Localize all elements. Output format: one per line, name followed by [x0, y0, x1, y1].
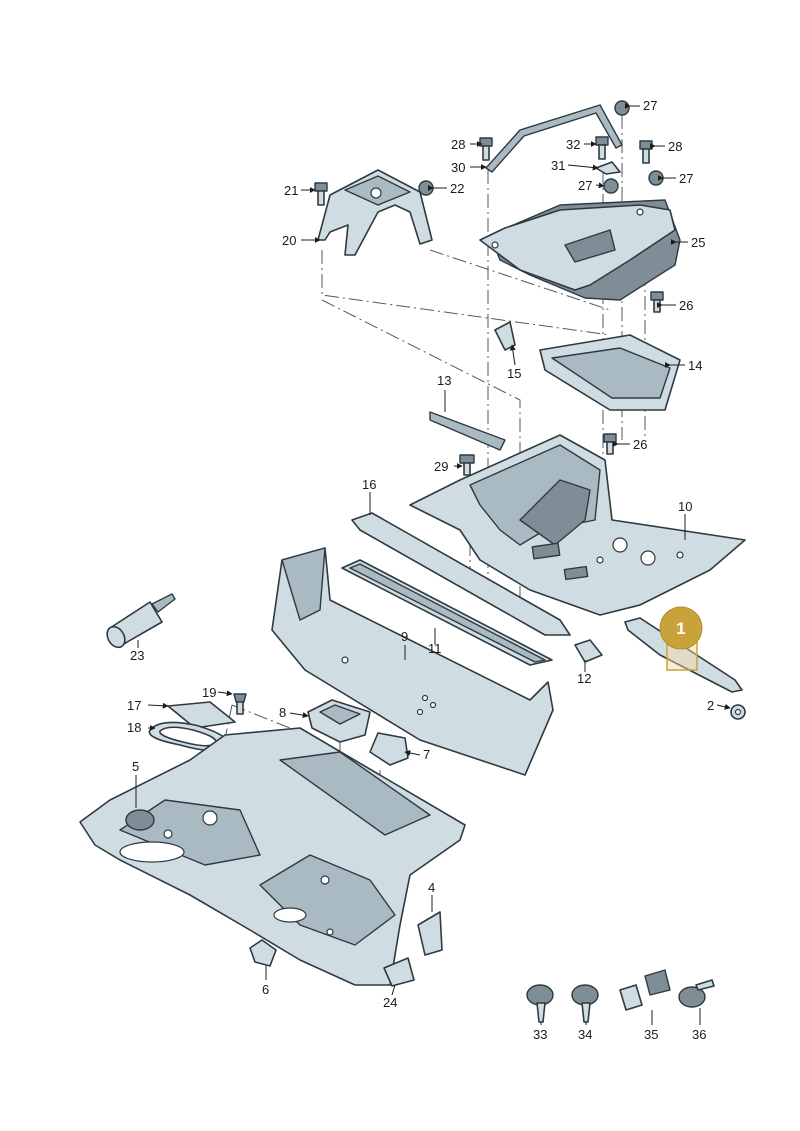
label-30: 30: [451, 160, 465, 175]
part-6-clip[interactable]: [249, 939, 277, 967]
label-5: 5: [132, 759, 139, 774]
label-35: 35: [644, 1027, 658, 1042]
label-15: 15: [507, 366, 521, 381]
part-16-cross-rail[interactable]: [351, 512, 571, 636]
label-27: 27: [643, 98, 657, 113]
fastener-28-left[interactable]: [479, 137, 493, 161]
label-19: 19: [202, 685, 216, 700]
part-11-floor-strip[interactable]: [341, 559, 553, 666]
fastener-22[interactable]: [418, 180, 434, 196]
label-29: 29: [434, 459, 448, 474]
label-31: 31: [551, 158, 565, 173]
fastener-27-top[interactable]: [614, 100, 630, 116]
leader-lines: [135, 103, 731, 1025]
label-16: 16: [362, 477, 376, 492]
label-9: 9: [401, 629, 408, 644]
part-4-bracket[interactable]: [417, 911, 443, 956]
label-32: 32: [566, 137, 580, 152]
label-10: 10: [678, 499, 692, 514]
label-28: 28: [451, 137, 465, 152]
label-12: 12: [577, 671, 591, 686]
highlight-badge-part-1[interactable]: 1: [659, 606, 703, 650]
part-8-bracket[interactable]: [307, 699, 371, 743]
fastener-28-right[interactable]: [639, 140, 653, 164]
fastener-35[interactable]: [619, 969, 671, 1011]
label-36: 36: [692, 1027, 706, 1042]
label-22: 22: [450, 181, 464, 196]
part-17-cover-plate[interactable]: [167, 701, 236, 729]
label-21: 21: [284, 183, 298, 198]
label-33: 33: [533, 1027, 547, 1042]
fastener-36[interactable]: [678, 979, 715, 1008]
label-18: 18: [127, 720, 141, 735]
part-7-bracket[interactable]: [369, 732, 409, 766]
fastener-27-mid[interactable]: [603, 178, 619, 194]
label-2: 2: [707, 698, 714, 713]
label-7: 7: [423, 747, 430, 762]
part-12-clip[interactable]: [574, 639, 603, 663]
label-17: 17: [127, 698, 141, 713]
part-labels: 27 28 32 28 30 31 27 27 21 22 20 25 26 1…: [127, 98, 714, 1042]
part-24-bracket[interactable]: [383, 957, 415, 987]
part-25-mounting-bracket[interactable]: [479, 199, 681, 301]
fastener-34[interactable]: [571, 984, 599, 1023]
part-14-bracket[interactable]: [539, 334, 681, 411]
label-4: 4: [428, 880, 435, 895]
label-6: 6: [262, 982, 269, 997]
label-26: 26: [679, 298, 693, 313]
fastener-26-lower[interactable]: [603, 433, 617, 455]
part-19-bolt[interactable]: [233, 693, 247, 715]
fastener-29[interactable]: [459, 454, 475, 476]
fastener-33[interactable]: [526, 984, 554, 1023]
label-11: 11: [428, 641, 442, 656]
label-14: 14: [688, 358, 702, 373]
label-25: 25: [691, 235, 705, 250]
fastener-32[interactable]: [595, 136, 609, 160]
highlight-badge-label: 1: [676, 619, 685, 638]
label-34: 34: [578, 1027, 592, 1042]
label-23: 23: [130, 648, 144, 663]
label-20: 20: [282, 233, 296, 248]
label-28: 28: [668, 139, 682, 154]
part-13-reinforcement-strip[interactable]: [429, 411, 506, 451]
label-24: 24: [383, 995, 397, 1010]
label-27: 27: [679, 171, 693, 186]
label-13: 13: [437, 373, 451, 388]
part-9-side-sill[interactable]: [271, 547, 554, 776]
part-5-front-floor-pan[interactable]: [79, 727, 466, 986]
fastener-26-upper[interactable]: [650, 291, 664, 313]
part-23-sealant-cartridge[interactable]: [104, 593, 176, 651]
part-10-rear-floor-pan[interactable]: [409, 434, 746, 616]
fastener-21[interactable]: [314, 182, 328, 206]
label-8: 8: [279, 705, 286, 720]
fastener-31-clip[interactable]: [595, 161, 621, 175]
part-2-nut[interactable]: [730, 704, 746, 720]
fastener-27-right[interactable]: [648, 170, 664, 186]
label-27: 27: [578, 178, 592, 193]
part-20-support-bracket[interactable]: [317, 169, 433, 256]
part-30-support-rod[interactable]: [485, 104, 623, 173]
label-26: 26: [633, 437, 647, 452]
